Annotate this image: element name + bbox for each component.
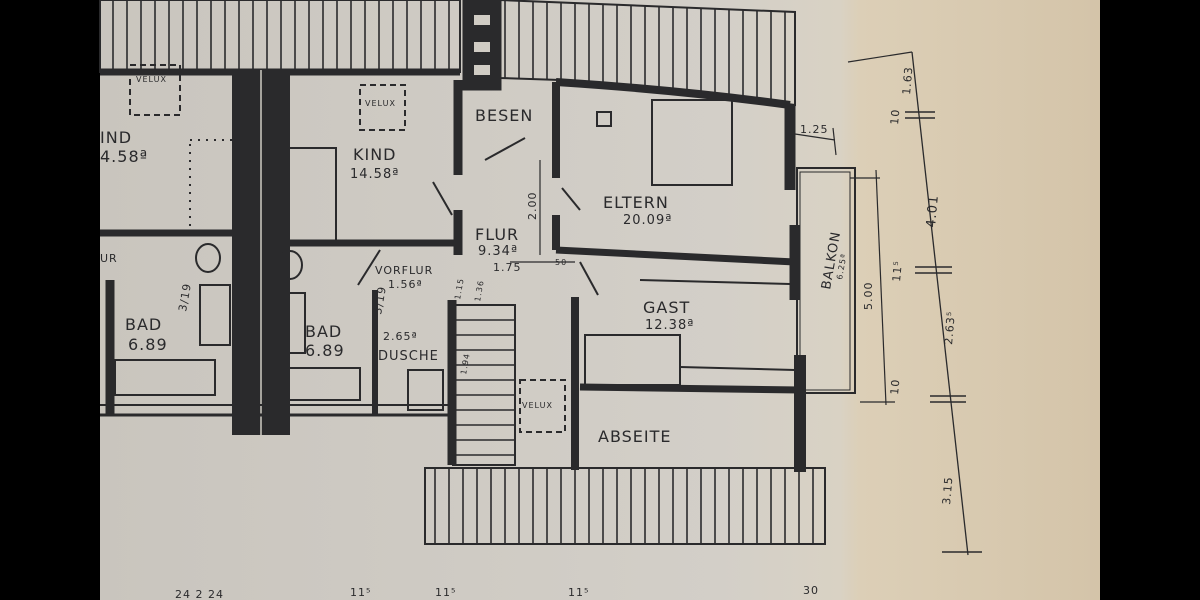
dim-bottom-2: 11⁵ bbox=[435, 586, 456, 599]
dim-right-6: 3.15 bbox=[940, 476, 955, 506]
dim-balcony-offset: 1.25 bbox=[800, 123, 829, 136]
kind-area: 14.58ª bbox=[350, 167, 399, 182]
stairs-dim-a: 1.15 bbox=[453, 277, 466, 300]
dim-right-0: 1.63 bbox=[900, 66, 915, 96]
eltern-area: 20.09ª bbox=[623, 213, 672, 228]
bad-name: BAD bbox=[305, 322, 342, 341]
balcony-outline bbox=[796, 167, 856, 394]
flur-depth: 2.00 bbox=[526, 192, 539, 221]
velux-2: VELUX bbox=[365, 99, 396, 108]
dusche-area: 2.65ª bbox=[383, 330, 418, 343]
dimension-labels: 1.25 5.00 1.63 10 4.01 11⁵ 2.63⁵ 10 3.15… bbox=[175, 66, 958, 600]
bathtub-left bbox=[114, 359, 216, 396]
dim-balcony-length: 5.00 bbox=[862, 282, 875, 311]
bad-left-dim: 3/19 bbox=[176, 282, 194, 313]
walls bbox=[99, 0, 982, 556]
dim-right-1: 10 bbox=[888, 108, 902, 125]
dim-right-2: 4.01 bbox=[924, 194, 942, 228]
bed-gast bbox=[584, 334, 681, 386]
flur-small-dim: 50 bbox=[555, 258, 567, 267]
velux-3: VELUX bbox=[522, 401, 553, 410]
dusche-name: DUSCHE bbox=[378, 349, 439, 364]
flur-left-name: UR bbox=[100, 252, 118, 265]
dim-right-3: 11⁵ bbox=[890, 260, 905, 282]
vorflur-area: 1.56ª bbox=[388, 278, 423, 291]
kind-left-name: IND bbox=[100, 128, 132, 147]
bed-kind bbox=[279, 147, 337, 244]
dim-right-5: 10 bbox=[888, 378, 902, 395]
velux-1: VELUX bbox=[136, 75, 167, 84]
flur-width: 1.75 bbox=[493, 261, 522, 274]
flur-name: FLUR bbox=[475, 225, 519, 244]
abseite-name: ABSEITE bbox=[598, 427, 672, 446]
vorflur-name: VORFLUR bbox=[375, 264, 433, 277]
bad-area: 6.89 bbox=[305, 341, 345, 360]
stairs-dim-b: 1.36 bbox=[473, 279, 486, 302]
bad-dim: 3/19 bbox=[371, 285, 389, 316]
gast-name: GAST bbox=[643, 298, 690, 317]
stairs-dim: 1.94 bbox=[459, 352, 472, 375]
bad-left-name: BAD bbox=[125, 315, 162, 334]
eltern-name: ELTERN bbox=[603, 193, 669, 212]
kind-name: KIND bbox=[353, 145, 397, 164]
bed-eltern bbox=[651, 99, 733, 186]
gast-area: 12.38ª bbox=[645, 318, 694, 333]
shower-tray bbox=[407, 369, 444, 411]
right-border bbox=[1100, 0, 1200, 600]
bed-left bbox=[189, 139, 251, 236]
left-border bbox=[0, 0, 100, 600]
besen-name: BESEN bbox=[475, 106, 533, 125]
roof-top-left bbox=[99, 0, 461, 73]
kind-left-area: 4.58ª bbox=[100, 147, 148, 166]
roof-bottom bbox=[424, 467, 826, 545]
bathtub bbox=[279, 367, 361, 401]
flur-area: 9.34ª bbox=[478, 244, 518, 259]
room-labels: IND 4.58ª UR BAD 6.89 3/19 KIND 14.58ª B… bbox=[100, 75, 849, 446]
dim-bottom-1: 11⁵ bbox=[350, 586, 371, 599]
dim-right-4: 2.63⁵ bbox=[942, 310, 958, 345]
bad-left-area: 6.89 bbox=[128, 335, 168, 354]
dim-bottom-0: 24 2 24 bbox=[175, 588, 224, 600]
dim-bottom-4: 30 bbox=[803, 584, 819, 597]
dim-bottom-3: 11⁵ bbox=[568, 586, 589, 599]
